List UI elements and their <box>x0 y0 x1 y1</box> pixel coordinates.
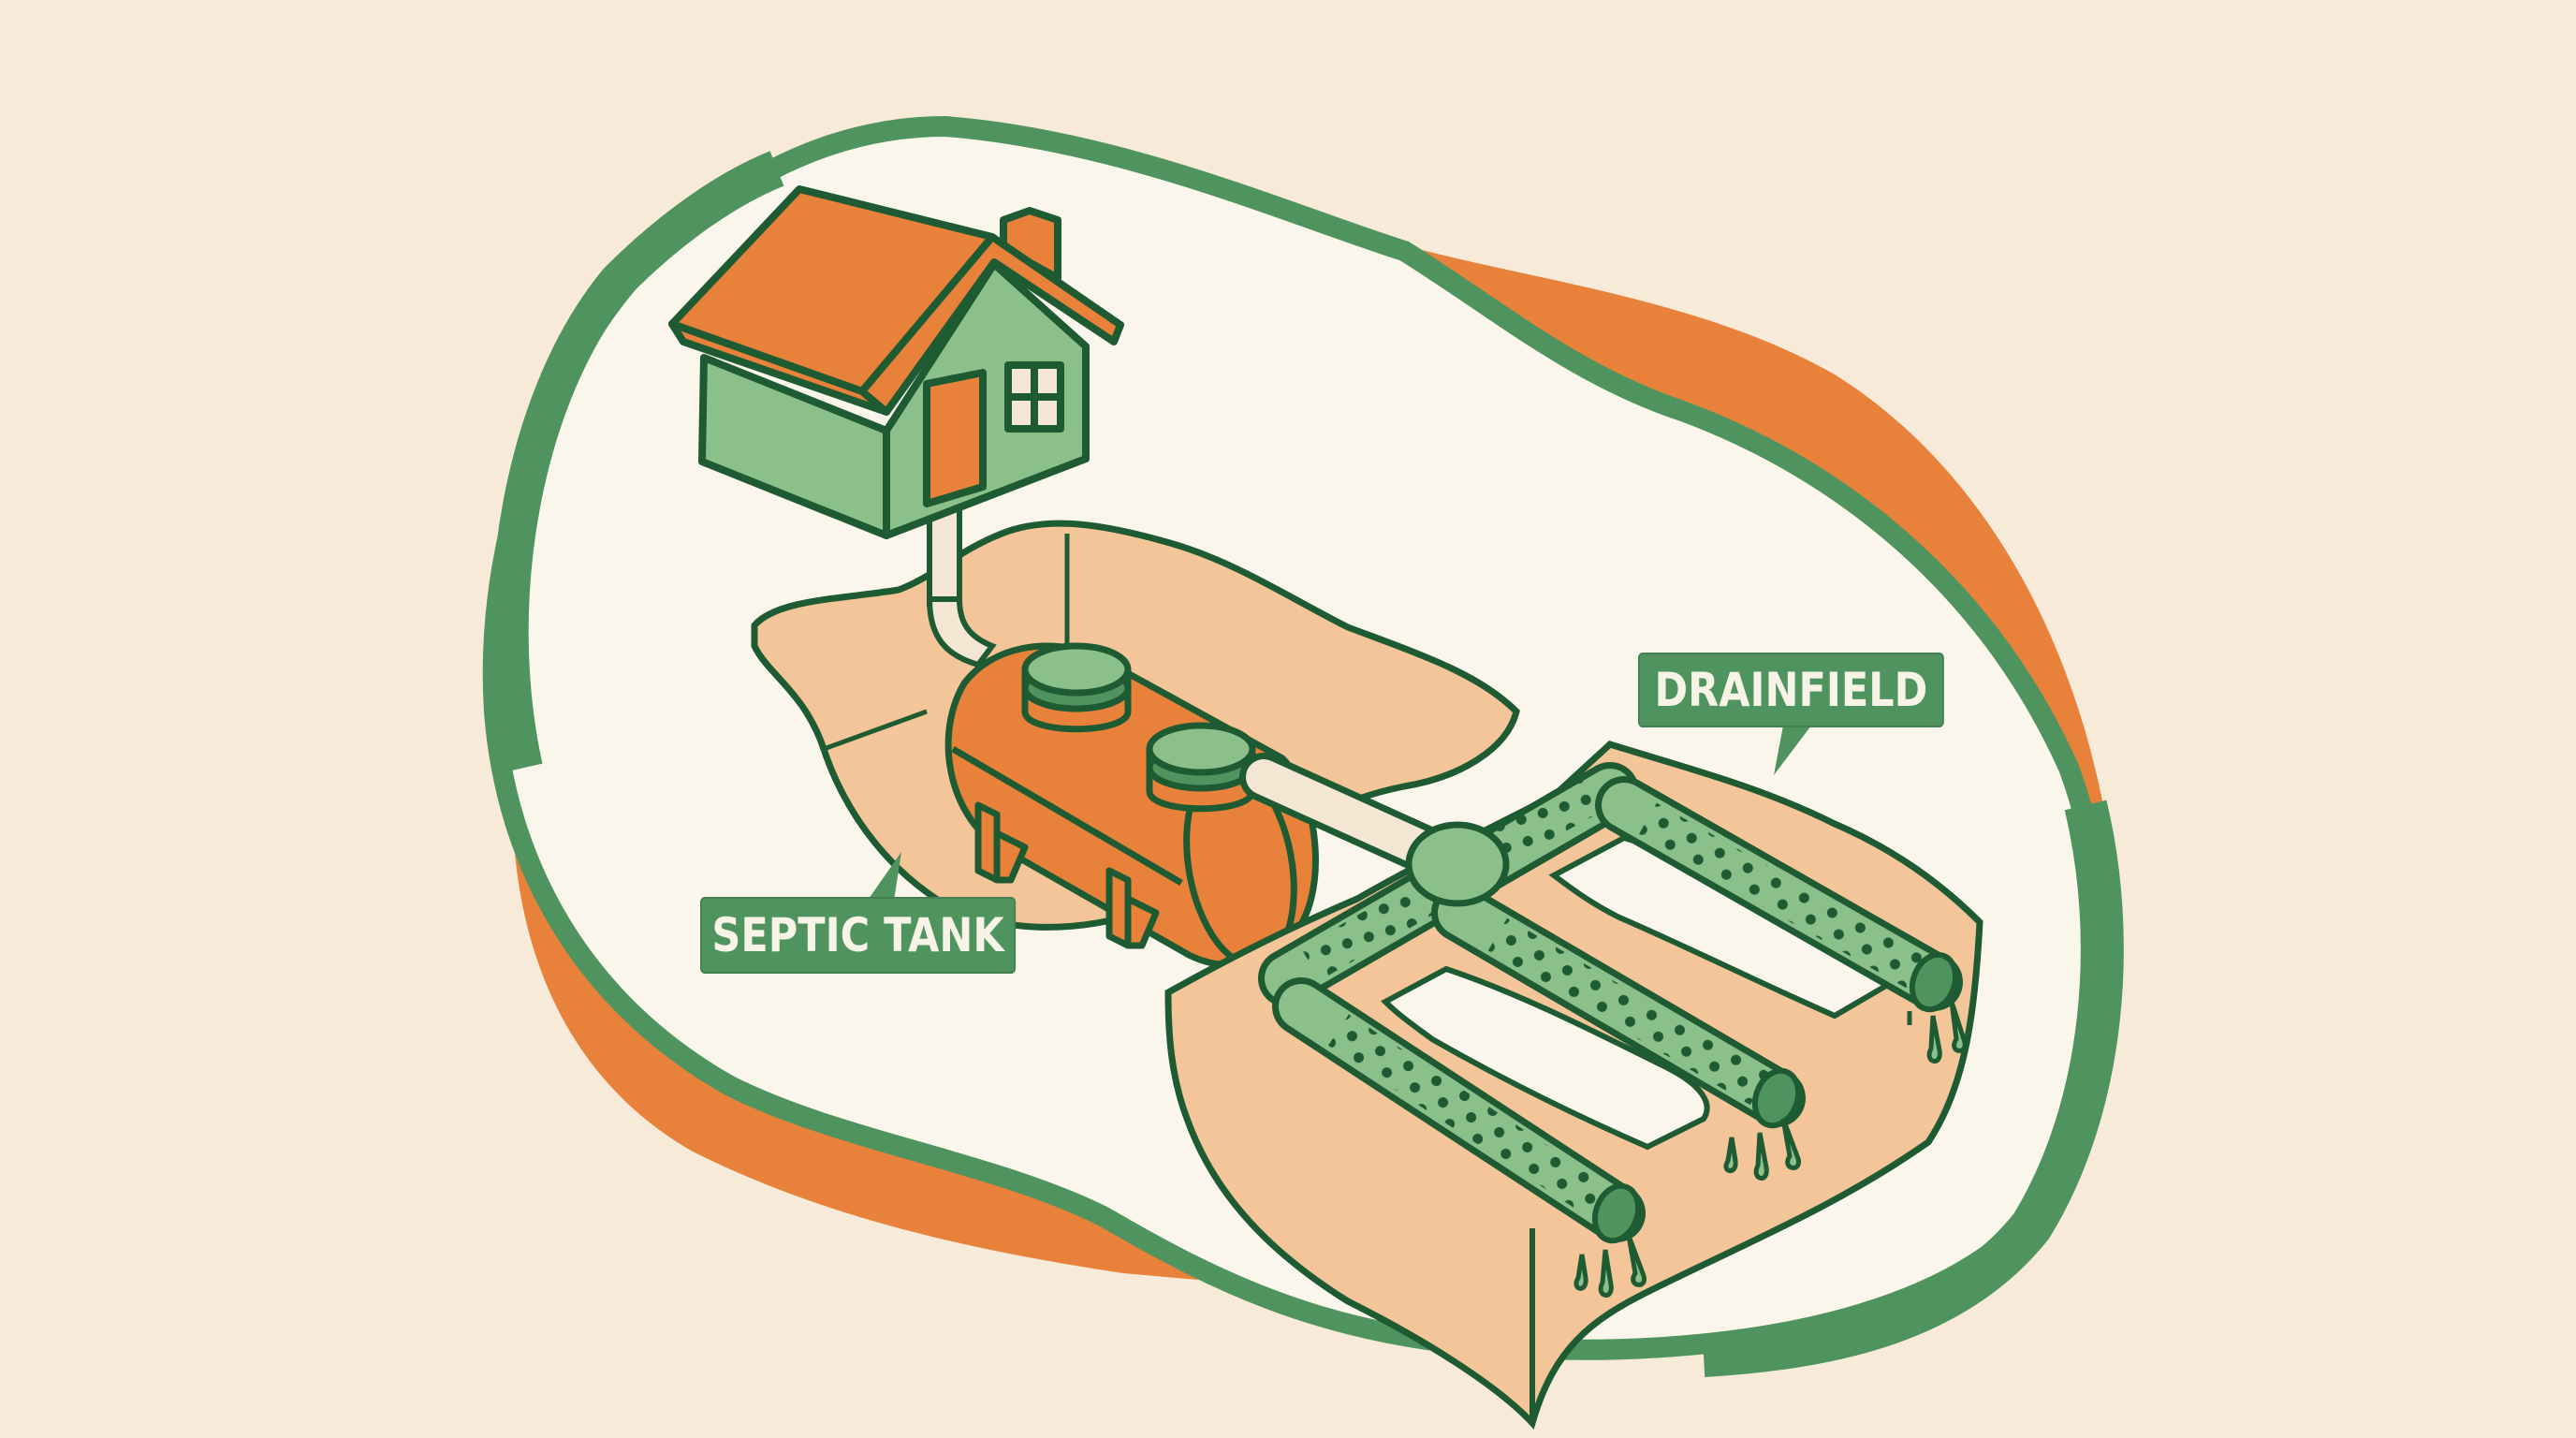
house <box>668 185 1124 539</box>
door <box>923 369 987 507</box>
ground-seam-2 <box>823 709 928 752</box>
blob-left-thick-edge <box>490 151 784 772</box>
water-drips <box>1573 1001 1968 1298</box>
trench-gap-lower <box>1381 965 1710 1151</box>
drainfield-label: DRAINFIELD <box>1638 653 1944 727</box>
perforated-pipes <box>1258 762 1963 1244</box>
septic-tank-label: SEPTIC TANK <box>700 897 1017 974</box>
roof-gable-trim <box>858 233 1124 416</box>
blob-right-thick-edge <box>1702 800 2124 1377</box>
drainfield-label-tail <box>1774 726 1811 775</box>
septic-label-tail <box>869 852 901 901</box>
